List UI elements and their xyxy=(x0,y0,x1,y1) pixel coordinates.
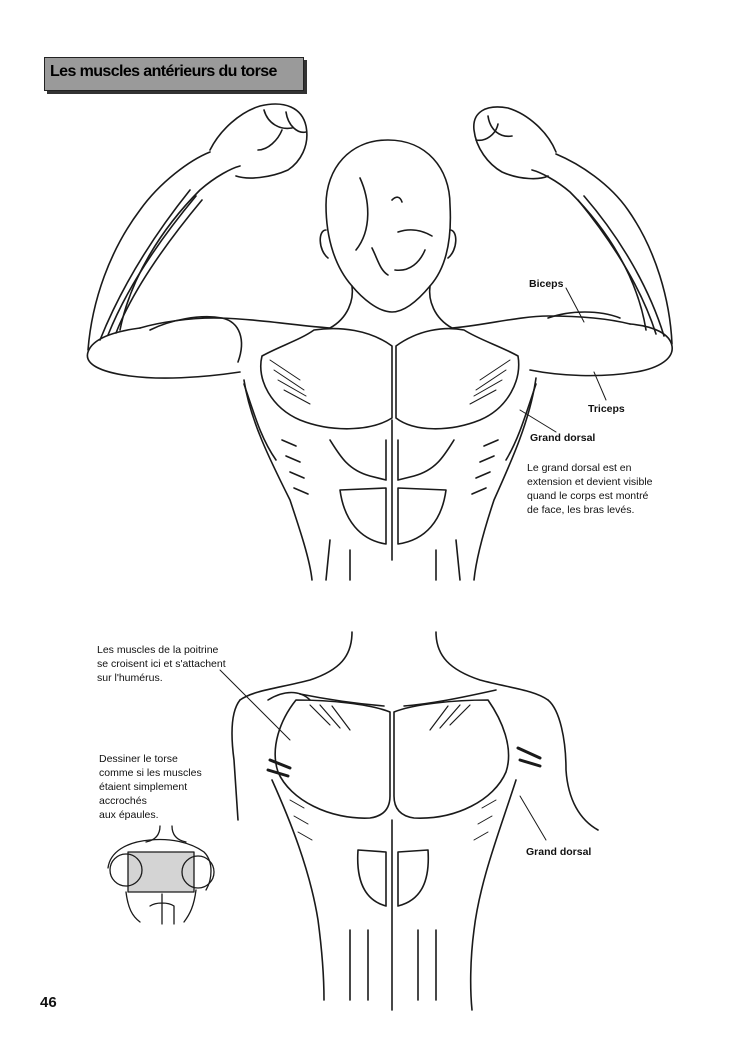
torso-note-line: accrochés xyxy=(99,795,147,807)
bottom-grand-dorsal-label: Grand dorsal xyxy=(526,846,592,858)
triceps-label: Triceps xyxy=(588,403,625,415)
section-title-box: Les muscles antérieurs du torse xyxy=(44,57,304,91)
chest-note-line: se croisent ici et s'attachent xyxy=(97,658,226,670)
right-upper-arm xyxy=(529,323,673,377)
biceps-leader xyxy=(565,287,585,323)
grand-dorsal-leader xyxy=(519,409,557,433)
left-forearm xyxy=(87,151,211,351)
right-lat xyxy=(505,383,537,461)
right-fist xyxy=(473,106,557,180)
biceps-label: Biceps xyxy=(529,278,564,290)
top-figure-drawing xyxy=(86,103,673,581)
left-lat xyxy=(243,383,277,461)
lat-note-line: de face, les bras levés. xyxy=(527,504,635,516)
bottom-left-pectoral xyxy=(274,699,391,819)
left-fist xyxy=(209,103,308,179)
torso-note-line: étaient simplement xyxy=(99,781,188,793)
bottom-grand-dorsal-leader xyxy=(519,795,547,841)
chest-note: Les muscles de la poitrine se croisent i… xyxy=(97,643,226,685)
bottom-figure-drawing xyxy=(231,631,599,1011)
chest-note-leader xyxy=(219,669,291,741)
right-forearm xyxy=(555,153,673,345)
page-number: 46 xyxy=(40,994,57,1011)
lat-note: Le grand dorsal est en extension et devi… xyxy=(527,461,653,517)
lat-note-line: extension et devient visible xyxy=(527,476,653,488)
right-pectoral xyxy=(395,327,520,430)
triceps-leader xyxy=(593,371,607,401)
bottom-right-pectoral xyxy=(393,699,510,819)
torso-sketch xyxy=(107,825,215,925)
head xyxy=(325,139,452,313)
lat-note-line: Le grand dorsal est en xyxy=(527,462,632,474)
left-upper-arm xyxy=(86,327,241,379)
chest-note-line: Les muscles de la poitrine xyxy=(97,644,219,656)
torso-note: Dessiner le torse comme si les muscles é… xyxy=(99,752,202,822)
torso-note-line: comme si les muscles xyxy=(99,767,202,779)
lat-note-line: quand le corps est montré xyxy=(527,490,649,502)
section-title: Les muscles antérieurs du torse xyxy=(50,63,277,80)
torso-note-line: aux épaules. xyxy=(99,809,159,821)
chest-note-line: sur l'humérus. xyxy=(97,672,163,684)
grand-dorsal-label: Grand dorsal xyxy=(530,432,596,444)
left-pectoral xyxy=(260,327,393,430)
torso-note-line: Dessiner le torse xyxy=(99,753,178,765)
